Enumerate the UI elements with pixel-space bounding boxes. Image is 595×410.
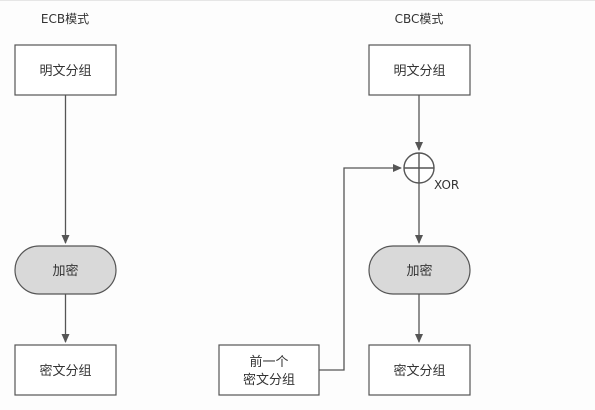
- cbc-arrow-prev-ciphertext-to-xor: [319, 164, 402, 371]
- ecb-section: ECB模式 明文分组 加密 密文分组: [14, 12, 117, 396]
- cbc-ciphertext-box: [368, 344, 471, 396]
- cbc-plaintext-box: [368, 44, 471, 96]
- ecb-ciphertext-label: 密文分组: [39, 363, 91, 379]
- cbc-section: CBC模式 明文分组 XOR 加密 密文分组 前一个 密文分组: [218, 12, 471, 396]
- cbc-ciphertext-label: 密文分组: [393, 363, 445, 379]
- cbc-encrypt-label: 加密: [406, 263, 432, 279]
- top-border: [0, 0, 595, 1]
- ecb-ciphertext-box: [14, 344, 117, 396]
- cbc-title: CBC模式: [395, 12, 444, 26]
- xor-icon: [403, 152, 435, 184]
- prev-ciphertext-label-line1: 前一个: [249, 354, 288, 370]
- ecb-encrypt-label: 加密: [52, 263, 78, 279]
- ecb-plaintext-label: 明文分组: [39, 64, 91, 79]
- ecb-title: ECB模式: [41, 12, 89, 26]
- prev-ciphertext-box: [218, 344, 320, 396]
- prev-ciphertext-label-line2: 密文分组: [243, 372, 295, 388]
- cbc-plaintext-label: 明文分组: [393, 64, 445, 79]
- xor-label: XOR: [434, 178, 459, 192]
